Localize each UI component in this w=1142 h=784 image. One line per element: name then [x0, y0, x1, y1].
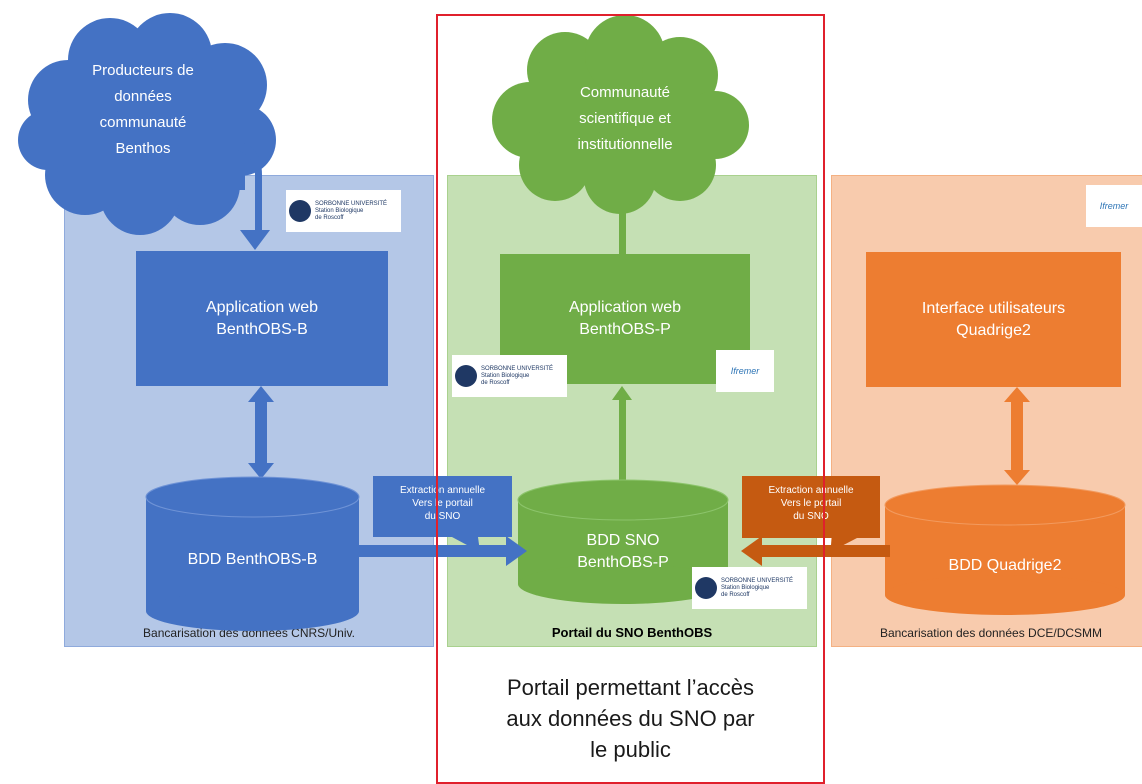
sbr-logo-text: SORBONNE UNIVERSITÉ Station Biologique d… — [481, 365, 554, 386]
app-benthobs-b-box: Application web BenthOBS-B — [136, 251, 388, 386]
public-portal-label: Portail permettant l’accès aux données d… — [506, 675, 755, 762]
sbr-logo-text: SORBONNE UNIVERSITÉ Station Biologique d… — [721, 577, 794, 598]
sbr-logo-blue-panel: SORBONNE UNIVERSITÉ Station Biologique d… — [286, 190, 401, 232]
public-portal-frame — [436, 14, 825, 784]
producers-arrow — [225, 140, 270, 250]
producers-cloud — [18, 13, 276, 235]
right-extraction-arrow — [741, 536, 890, 566]
sbr-logo-green-panel: SORBONNE UNIVERSITÉ Station Biologique d… — [452, 355, 567, 397]
community-app-link — [619, 210, 626, 255]
bdd-benthobs-b-cylinder — [145, 476, 360, 631]
community-cloud — [492, 15, 749, 214]
right-callout — [742, 476, 880, 552]
sno-db-up-arrow — [612, 386, 632, 480]
sbr-emblem-icon — [695, 577, 717, 599]
sno-panel-caption: Portail du SNO BenthOBS — [551, 625, 713, 640]
bdd-benthobs-b-label: BDD BenthOBS-B — [187, 551, 318, 568]
ifremer-logo-green-panel: Ifremer — [716, 350, 774, 392]
ifremer-logo-text: Ifremer — [1099, 201, 1129, 211]
sbr-emblem-icon — [289, 200, 311, 222]
bdd-quadrige2-label: BDD Quadrige2 — [948, 557, 1062, 574]
ifremer-logo-orange-panel: Ifremer — [1086, 185, 1142, 227]
app-b-db-arrow — [248, 386, 274, 479]
right-callout-label: Extraction annuelle Vers le portail du S… — [768, 485, 854, 522]
producers-cloud-label: Producteurs de données communauté Bentho… — [92, 62, 194, 157]
cnrs-panel-caption: Bancarisation des données CNRS/Univ. — [143, 626, 355, 640]
sbr-logo-text: SORBONNE UNIVERSITÉ Station Biologique d… — [315, 200, 388, 221]
sbr-logo-sno-db: SORBONNE UNIVERSITÉ Station Biologique d… — [692, 567, 807, 609]
dce-panel-caption: Bancarisation des données DCE/DCSMM — [879, 626, 1103, 640]
left-callout — [373, 476, 512, 552]
bdd-sno-label: BDD SNO BenthOBS-P — [577, 532, 669, 571]
left-callout-label: Extraction annuelle Vers le portail du S… — [399, 485, 486, 522]
community-cloud-label: Communauté scientifique et institutionne… — [577, 84, 673, 153]
left-extraction-arrow — [358, 536, 527, 566]
ifremer-logo-text: Ifremer — [730, 366, 760, 376]
quadrige-ui-db-arrow — [1004, 387, 1030, 485]
quadrige-ui-box: Interface utilisateurs Quadrige2 — [866, 252, 1121, 387]
bdd-quadrige2-cylinder — [884, 484, 1126, 615]
sbr-emblem-icon — [455, 365, 477, 387]
